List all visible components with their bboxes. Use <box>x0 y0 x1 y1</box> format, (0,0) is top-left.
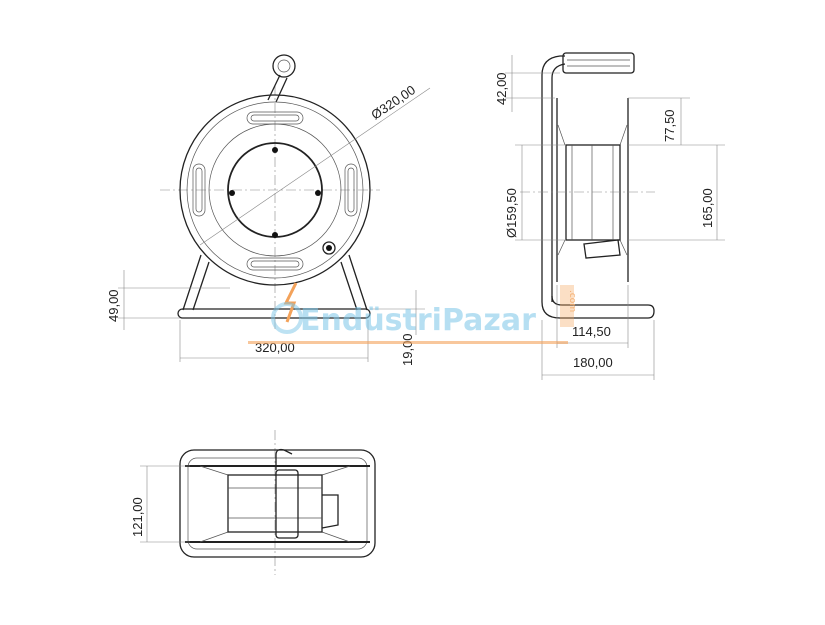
drum <box>565 144 621 241</box>
lock-knob-center <box>326 245 332 251</box>
crank-top <box>321 494 339 529</box>
side-view: 42,00 77,50 Ø159,50 165,00 114,50 180,00 <box>494 52 725 380</box>
drum-top <box>227 474 323 533</box>
top-view: 121,00 <box>130 430 376 575</box>
lock-knob <box>322 241 336 255</box>
height-label: 49,00 <box>106 289 121 322</box>
handle-label: 42,00 <box>494 72 509 105</box>
reel-outer <box>179 94 371 286</box>
reel-rim <box>186 101 364 279</box>
crank-knob <box>583 239 621 259</box>
handle-grip-inner <box>277 59 291 73</box>
frame-upright <box>541 55 566 302</box>
total-depth-label: 180,00 <box>573 355 613 370</box>
flange-label: 77,50 <box>662 109 677 142</box>
handle-arm <box>267 74 281 101</box>
right-leg <box>340 254 368 311</box>
diameter-leader <box>199 87 431 246</box>
left-leg <box>182 254 210 311</box>
grip-slots <box>192 111 358 271</box>
handle-top <box>275 469 299 539</box>
handle-arm <box>275 77 288 103</box>
drum-width-label: 114,50 <box>572 324 611 339</box>
drum-diameter-label: Ø159,50 <box>504 188 519 238</box>
hub-bolts <box>229 147 321 238</box>
watermark-text: EndüstriPazar <box>300 303 536 338</box>
watermark-underline <box>248 341 568 344</box>
diameter-label: Ø320,00 <box>368 82 418 122</box>
drum-height-label: 165,00 <box>700 188 715 228</box>
base-label: 19,00 <box>400 333 415 366</box>
watermark: EndüstriPazar .com <box>248 282 577 344</box>
side-handle <box>562 52 635 74</box>
depth-label: 121,00 <box>130 497 145 537</box>
watermark-logo-icon <box>271 302 303 334</box>
frame-base <box>541 295 655 319</box>
handle-grip <box>272 54 296 78</box>
watermark-suffix: .com <box>567 290 577 312</box>
